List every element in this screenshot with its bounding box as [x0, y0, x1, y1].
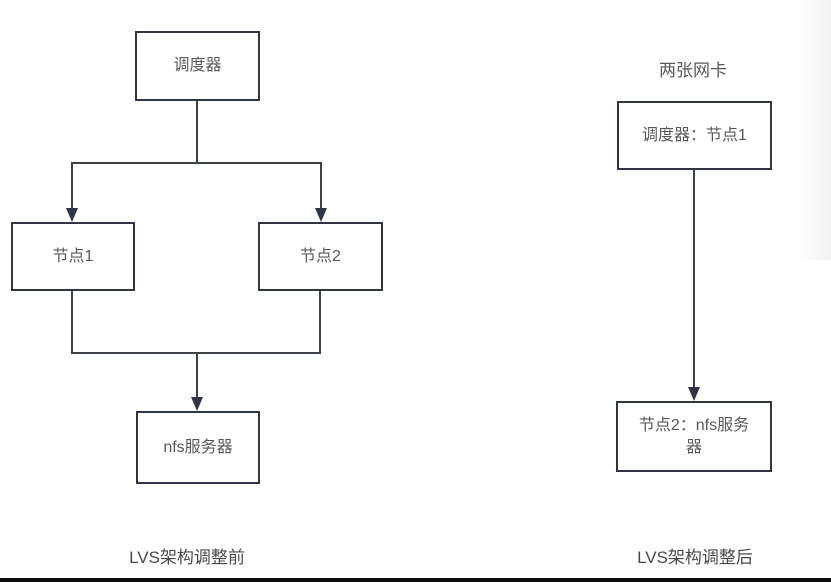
node-node2-nfs-server: 节点2：nfs服务器: [616, 401, 772, 472]
connector-line: [196, 101, 198, 163]
node-node1: 节点1: [11, 222, 135, 291]
node-node2: 节点2: [258, 222, 383, 291]
annotation-two-nics: 两张网卡: [659, 61, 727, 80]
caption-after: LVS架构调整后: [637, 548, 753, 567]
bottom-rule: [0, 578, 831, 582]
connector-line: [320, 162, 322, 209]
node-nfs-server: nfs服务器: [136, 411, 260, 484]
connector-line: [71, 291, 73, 354]
connector-line: [71, 162, 73, 209]
arrow-down-icon: [66, 208, 78, 222]
arrow-down-icon: [191, 397, 203, 411]
arrow-down-icon: [315, 208, 327, 222]
node-scheduler-node1: 调度器：节点1: [617, 101, 772, 170]
connector-line: [196, 352, 198, 398]
arrow-down-icon: [688, 387, 700, 401]
caption-before: LVS架构调整前: [129, 548, 245, 567]
page-edge-shade: [795, 0, 831, 260]
connector-line: [71, 162, 322, 164]
connector-line: [693, 170, 695, 388]
connector-line: [319, 291, 321, 354]
node-scheduler: 调度器: [135, 31, 260, 101]
